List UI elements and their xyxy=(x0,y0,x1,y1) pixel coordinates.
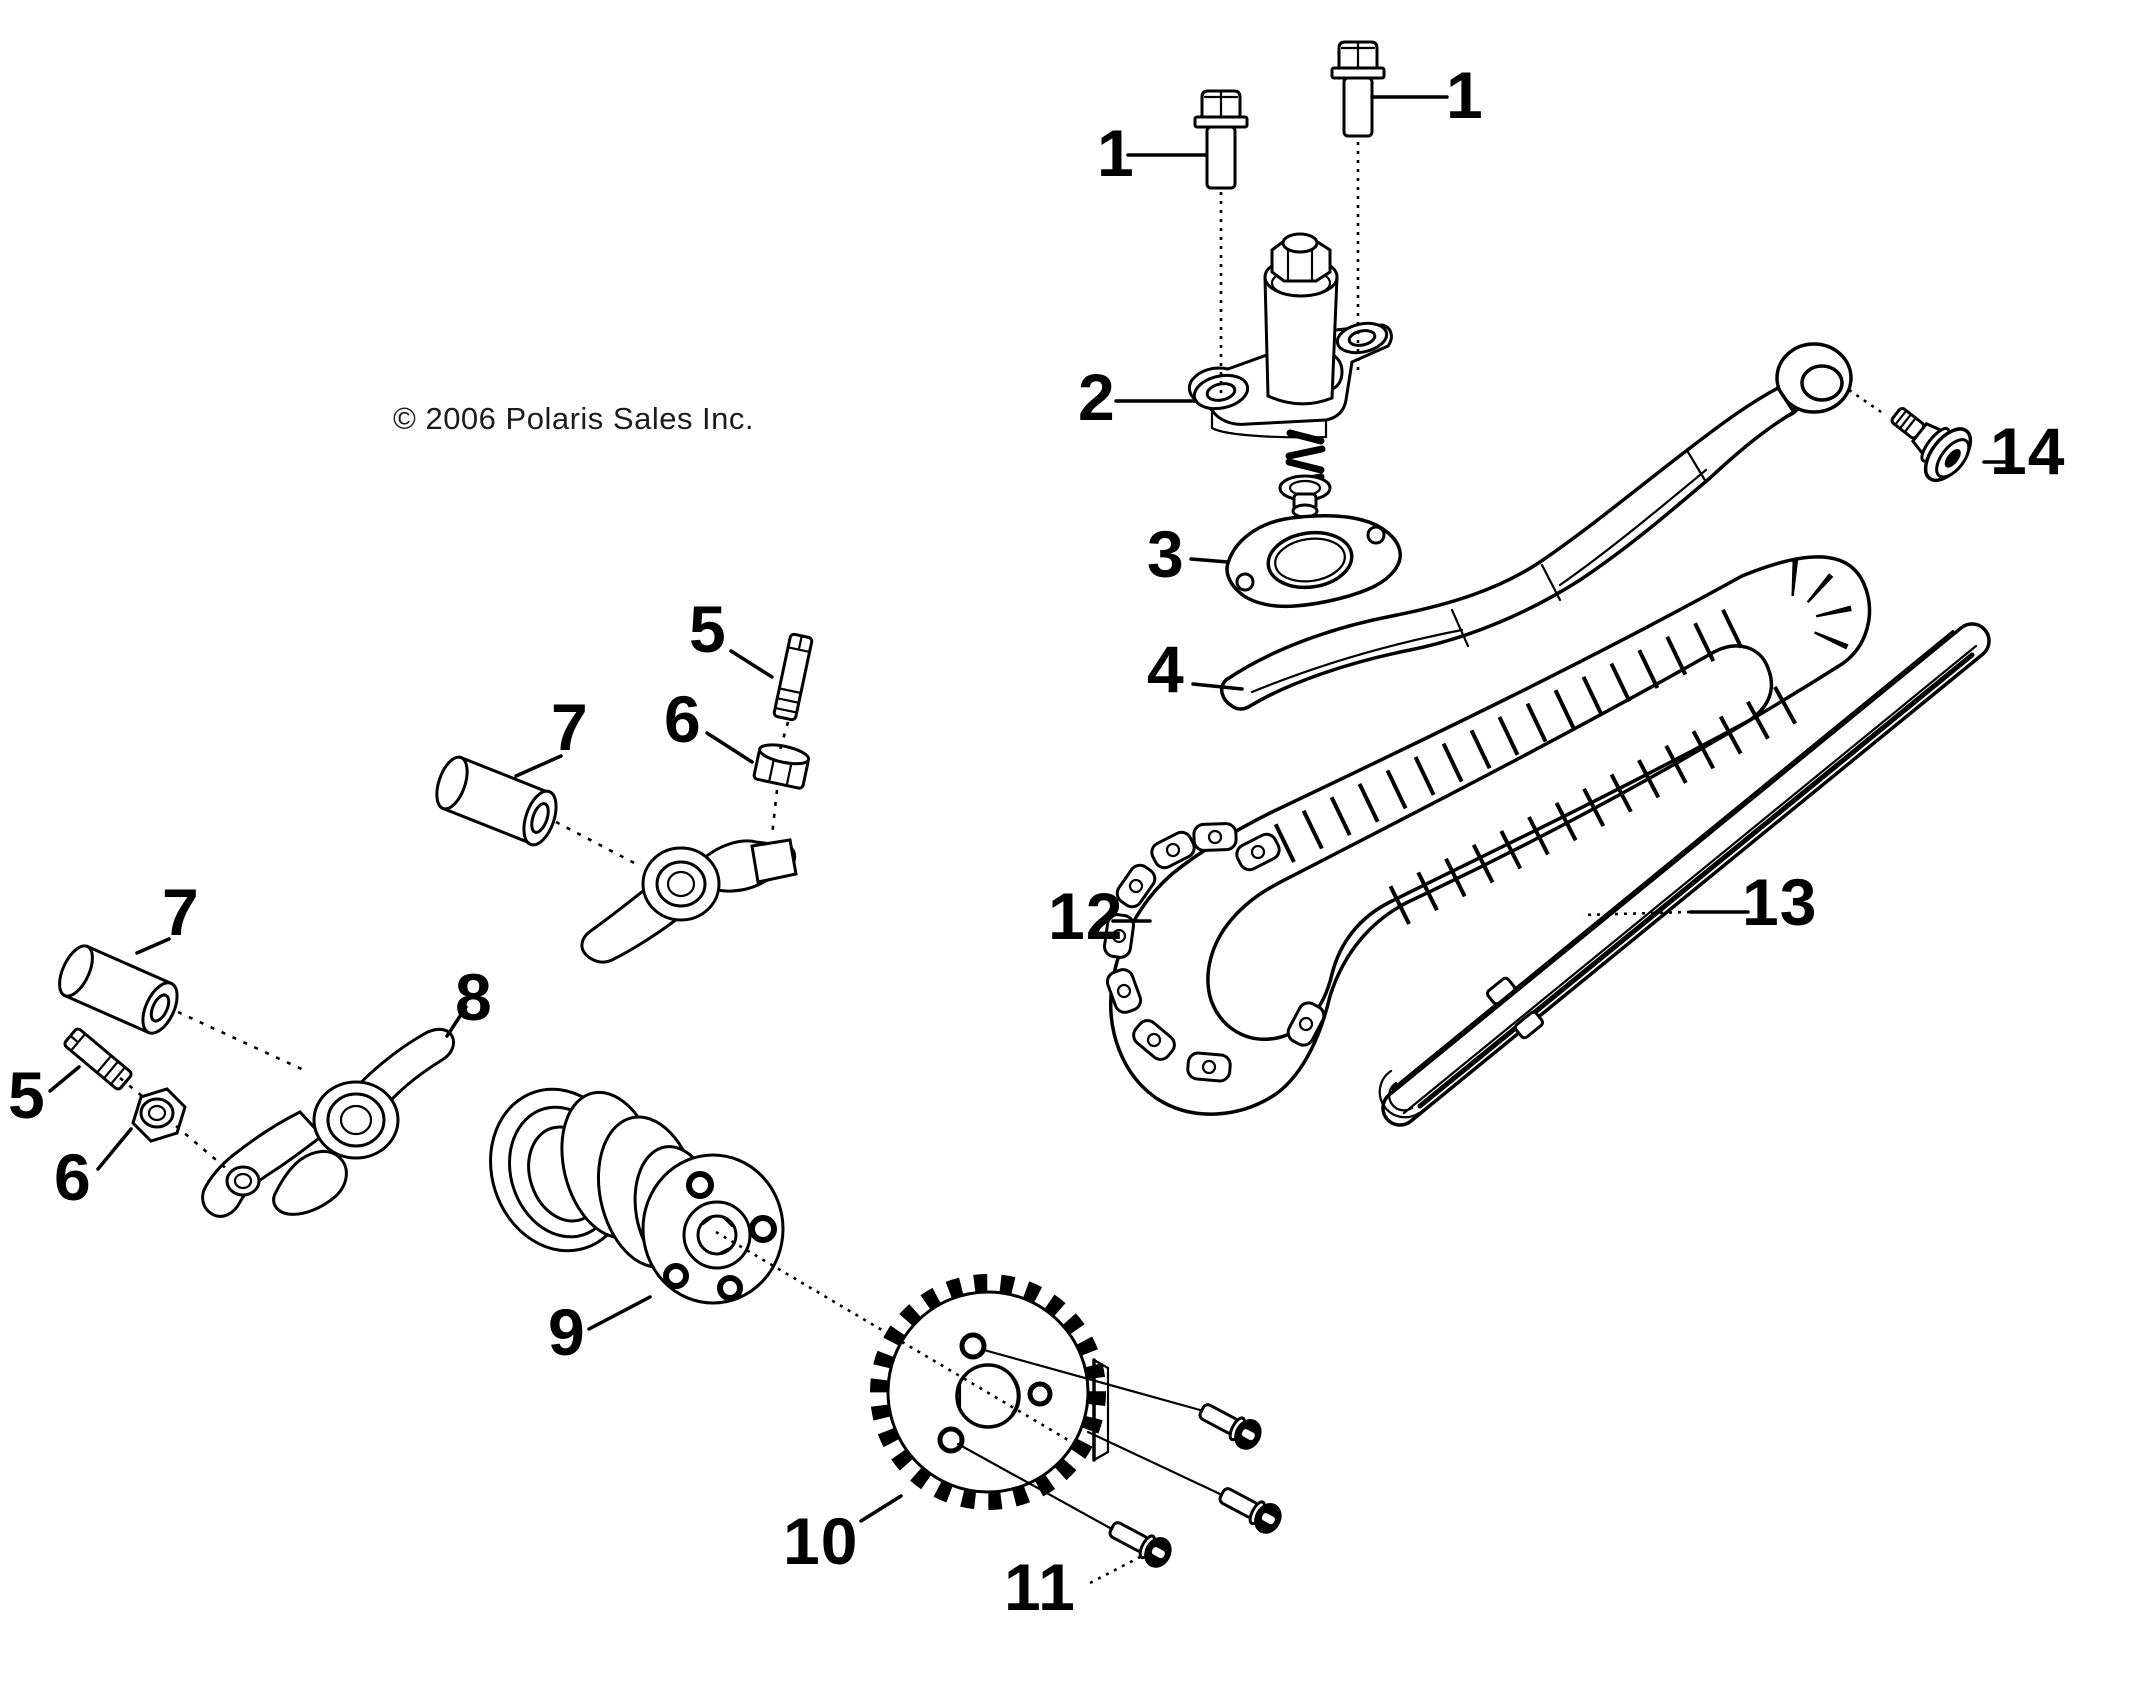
bolt-11-b xyxy=(1218,1487,1282,1534)
leader-9 xyxy=(587,1295,652,1331)
rocker-adjuster-clevis-upper xyxy=(750,838,798,884)
chain-link-bars-bottom xyxy=(1388,679,1809,925)
guide-tab-lower xyxy=(1513,1010,1545,1040)
leader-8 xyxy=(445,1005,468,1038)
gasket-bolt-hole-left xyxy=(1235,572,1255,592)
bolt-11-c xyxy=(1108,1521,1172,1568)
callout-6-upper: 6 xyxy=(664,682,702,756)
part-5-adjuster-screw-upper xyxy=(772,632,814,722)
part-10-cam-sprocket xyxy=(870,1274,1110,1510)
leader-11 xyxy=(1089,1555,1141,1585)
sprocket-bore xyxy=(955,1363,1021,1429)
tensioner-bolt-hole-right xyxy=(1347,329,1377,347)
part-7-rocker-shaft-upper xyxy=(435,755,558,847)
part-8-rocker-arm-upper xyxy=(580,838,798,964)
leader-7-upper xyxy=(514,754,563,778)
bolt-11-a xyxy=(1198,1403,1262,1450)
callout-13: 13 xyxy=(1742,865,1818,939)
callout-2: 2 xyxy=(1078,360,1116,434)
gasket-center-hole xyxy=(1266,530,1354,590)
guide-tab-upper xyxy=(1485,976,1517,1006)
callout-10: 10 xyxy=(783,1504,859,1578)
part-9-camshaft xyxy=(489,1087,785,1305)
camshaft-bore xyxy=(696,1214,738,1256)
tensioner-spring xyxy=(1285,429,1326,486)
callout-7-lower: 7 xyxy=(162,875,200,949)
callout-3: 3 xyxy=(1147,517,1185,591)
callout-12: 12 xyxy=(1048,879,1124,953)
part-1-bolt-left xyxy=(1193,89,1249,190)
part-11-bolts xyxy=(956,1348,1282,1568)
callout-1-left: 1 xyxy=(1097,116,1135,190)
leader-10 xyxy=(859,1494,903,1523)
rocker-adjuster-hole-lower xyxy=(225,1165,261,1197)
part-2-cam-chain-tensioner xyxy=(1187,232,1393,519)
leader-6-upper xyxy=(705,731,754,764)
callout-8: 8 xyxy=(455,960,493,1034)
leader-3 xyxy=(1189,557,1230,564)
callout-11: 11 xyxy=(1004,1550,1076,1624)
leader-4 xyxy=(1191,682,1244,691)
part-4-tensioner-blade xyxy=(1220,342,1853,711)
leader-6-lower xyxy=(96,1127,133,1171)
callout-6-lower: 6 xyxy=(54,1140,92,1214)
callout-4: 4 xyxy=(1147,632,1185,706)
sprocket-teeth xyxy=(870,1274,1106,1510)
tensioner-body xyxy=(1263,275,1339,406)
leader-5-lower xyxy=(48,1065,81,1093)
callout-9: 9 xyxy=(548,1295,586,1369)
callout-5-lower: 5 xyxy=(8,1058,46,1132)
part-8-rocker-arm-lower xyxy=(201,1027,456,1218)
assembly-dashed-lines xyxy=(119,142,1885,1452)
leader-lines xyxy=(48,95,2014,1585)
part-6-nut-lower xyxy=(131,1087,187,1143)
callout-5-upper: 5 xyxy=(689,592,727,666)
copyright-notice: © 2006 Polaris Sales Inc. xyxy=(393,401,755,436)
part-1-bolt-right xyxy=(1330,40,1386,138)
part-14-pivot-bolt xyxy=(1890,407,1973,482)
callout-7-upper: 7 xyxy=(551,690,589,764)
leader-7-lower xyxy=(135,937,171,955)
callout-1-right: 1 xyxy=(1446,58,1484,132)
blade-pivot-hole xyxy=(1800,364,1844,402)
part-6-nut-upper xyxy=(752,743,811,790)
gasket-bolt-hole-right xyxy=(1366,525,1386,545)
chain-links-detail xyxy=(1102,822,1326,1083)
callout-14: 14 xyxy=(1990,414,2066,488)
part-13-chain-guide xyxy=(1378,622,1991,1127)
part-5-adjuster-screw-lower xyxy=(63,1027,133,1091)
leader-5-upper xyxy=(729,649,774,679)
part-12-cam-chain xyxy=(1102,555,1872,1116)
part-3-gasket xyxy=(1225,514,1402,609)
part-7-rocker-shaft-lower xyxy=(58,944,179,1035)
